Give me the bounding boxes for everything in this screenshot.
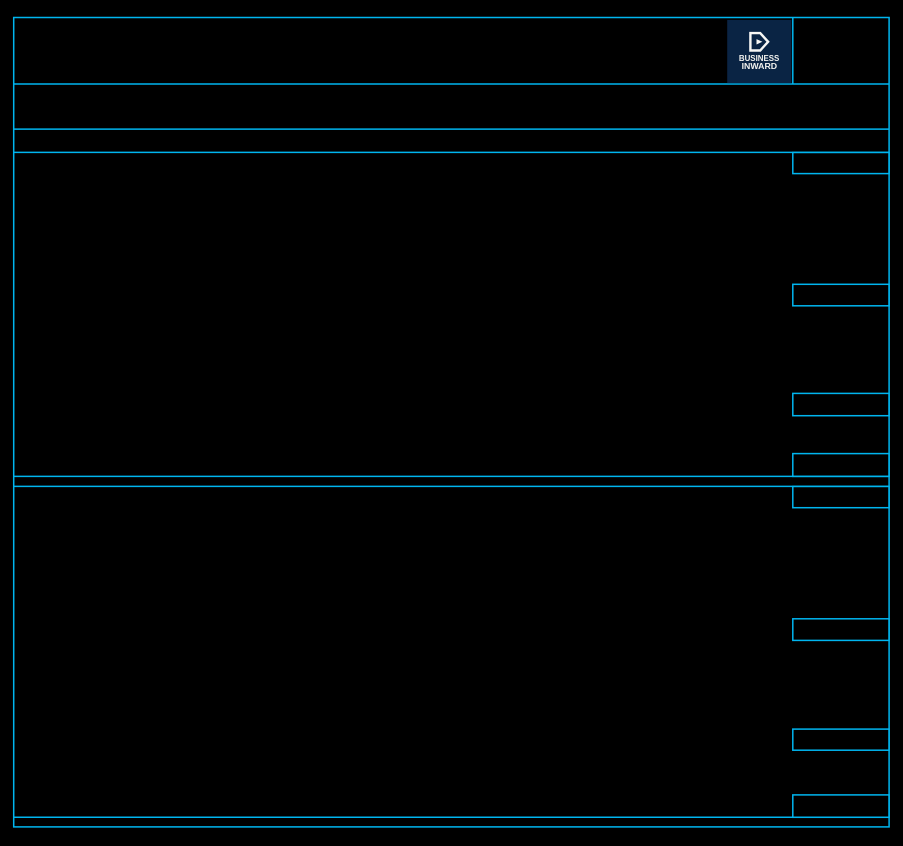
svg-text:INWARD: INWARD: [742, 61, 778, 71]
svg-text:BUSINESS: BUSINESS: [739, 53, 780, 63]
